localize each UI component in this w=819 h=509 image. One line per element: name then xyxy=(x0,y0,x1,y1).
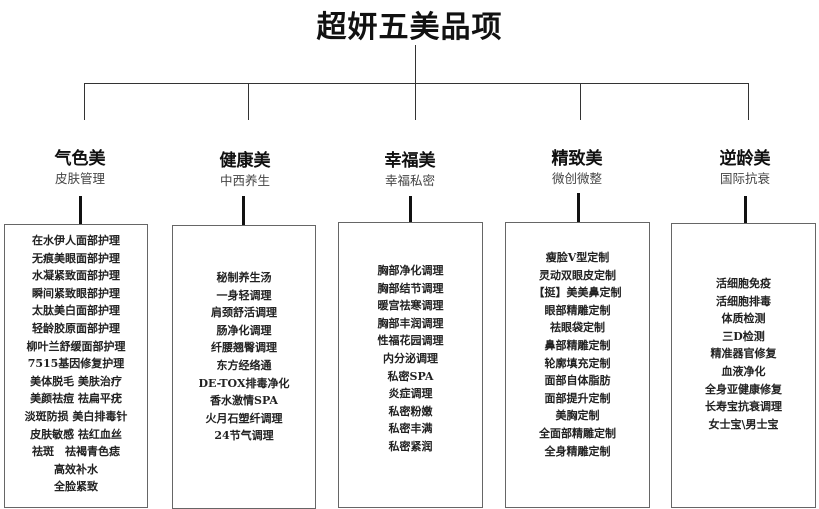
list-item: 祛眼袋定制 xyxy=(550,321,605,335)
category-box-3: 胸部净化调理胸部结节调理暖宫祛寒调理胸部丰润调理性福花园调理内分泌调理私密SPA… xyxy=(338,222,483,508)
connector-drop-3 xyxy=(415,83,416,120)
category-name: 精致美 xyxy=(551,149,603,169)
list-item: 一身轻调理 xyxy=(216,288,272,302)
list-item: 面部自体脂肪 xyxy=(544,374,611,388)
list-item: 内分泌调理 xyxy=(383,351,438,365)
list-item: 性福花园调理 xyxy=(377,334,444,348)
connector-drop-4 xyxy=(580,83,581,120)
connector-drop-5 xyxy=(748,83,749,120)
list-item: 私密丰满 xyxy=(388,422,433,436)
list-item: 24节气调理 xyxy=(214,429,274,443)
list-item: 瞬间紧致眼部护理 xyxy=(32,286,120,300)
list-item: 7515基因修复护理 xyxy=(27,357,125,371)
list-item: 火月石塑纤调理 xyxy=(205,411,283,425)
connector-drop-1 xyxy=(84,83,85,120)
list-item: 皮肤敏感 祛红血丝 xyxy=(30,427,122,441)
category-subtitle: 微创微整 xyxy=(551,171,602,186)
connector-bar-2 xyxy=(242,196,245,225)
connector-drop-2 xyxy=(248,83,249,120)
list-item: 灵动双眼皮定制 xyxy=(539,268,616,282)
list-item: 秘制养生汤 xyxy=(216,271,272,284)
list-item: 私密SPA xyxy=(387,369,434,383)
list-item: 全身精雕定制 xyxy=(544,444,611,458)
category-subtitle: 中西养生 xyxy=(219,173,270,188)
list-item: 面部提升定制 xyxy=(544,391,611,405)
list-item: 无痕美眼面部护理 xyxy=(32,251,120,265)
list-item: 东方经络通 xyxy=(216,358,272,372)
list-item: 全面部精雕定制 xyxy=(539,426,616,440)
list-item: 轻龄胶原面部护理 xyxy=(32,321,120,335)
category-name: 逆龄美 xyxy=(719,149,771,169)
list-item: 美胸定制 xyxy=(555,409,600,423)
category-heading-2: 健康美 中西养生 xyxy=(185,150,305,190)
connector-root xyxy=(415,45,416,83)
list-item: 炎症调理 xyxy=(388,387,433,401)
category-subtitle: 幸福私密 xyxy=(384,173,435,188)
list-item: 高效补水 xyxy=(54,462,98,476)
list-item: 香水激情SPA xyxy=(210,394,278,408)
category-name: 健康美 xyxy=(219,151,271,171)
list-item: 祛斑 祛褐青色痣 xyxy=(32,445,120,459)
connector-bar-3 xyxy=(409,196,412,222)
list-item: 胸部丰润调理 xyxy=(377,316,444,330)
category-box-5: 活细胞免疫活细胞排毒体质检测三D检测精准器官修复血液净化全身亚健康修复长寿宝抗衰… xyxy=(671,223,816,508)
list-item: 太肽美白面部护理 xyxy=(32,304,120,318)
list-item: 全身亚健康修复 xyxy=(705,382,782,396)
diagram-title: 超妍五美品项 xyxy=(316,10,503,45)
list-item: 暖宫祛寒调理 xyxy=(377,299,444,313)
list-item: 女士宝\男士宝 xyxy=(708,417,779,431)
list-item: 美颜祛痘 祛扁平疣 xyxy=(30,392,122,406)
connector-bar-1 xyxy=(79,196,82,225)
category-name: 幸福美 xyxy=(384,151,436,171)
list-item: 活细胞免疫 xyxy=(716,277,771,290)
category-box-4: 瘦脸V型定制灵动双眼皮定制【挺】美美鼻定制眼部精雕定制祛眼袋定制鼻部精雕定制轮廓… xyxy=(505,222,650,508)
list-item: 柳叶兰舒缓面部护理 xyxy=(26,339,126,353)
list-item: 淡斑防损 美白排毒针 xyxy=(24,409,128,423)
list-item: 全脸紧致 xyxy=(54,480,98,494)
list-item: 水凝紧致面部护理 xyxy=(32,269,120,283)
list-item: 肩颈舒活调理 xyxy=(211,306,277,320)
list-item: 眼部精雕定制 xyxy=(544,303,611,317)
list-item: 在水伊人面部护理 xyxy=(32,234,120,247)
list-item: 瘦脸V型定制 xyxy=(545,251,610,264)
list-item: 纤腰翘臀调理 xyxy=(211,341,277,355)
connector-bar-4 xyxy=(577,193,580,222)
list-item: 肠净化调理 xyxy=(216,323,272,337)
category-name: 气色美 xyxy=(54,149,106,169)
category-box-1: 在水伊人面部护理无痕美眼面部护理水凝紧致面部护理瞬间紧致眼部护理太肽美白面部护理… xyxy=(4,224,148,508)
list-item: 长寿宝抗衰调理 xyxy=(705,400,782,414)
list-item: 【挺】美美鼻定制 xyxy=(533,286,622,300)
list-item: 血液净化 xyxy=(721,364,766,378)
list-item: 胸部结节调理 xyxy=(377,281,444,295)
list-item: 活细胞排毒 xyxy=(716,294,771,308)
category-subtitle: 皮肤管理 xyxy=(54,171,105,186)
category-heading-4: 精致美 微创微整 xyxy=(517,148,637,188)
connector-horizontal xyxy=(84,83,749,84)
category-subtitle: 国际抗衰 xyxy=(719,171,770,186)
list-item: DE-TOX排毒净化 xyxy=(198,376,290,390)
list-item: 三D检测 xyxy=(722,329,765,343)
list-item: 私密紧润 xyxy=(388,439,433,453)
category-heading-3: 幸福美 幸福私密 xyxy=(350,150,470,190)
connector-bar-5 xyxy=(744,196,747,224)
category-heading-5: 逆龄美 国际抗衰 xyxy=(685,148,805,188)
list-item: 私密粉嫩 xyxy=(388,404,433,418)
category-heading-1: 气色美 皮肤管理 xyxy=(20,148,140,188)
list-item: 精准器官修复 xyxy=(710,347,777,361)
list-item: 轮廓填充定制 xyxy=(544,356,611,370)
list-item: 胸部净化调理 xyxy=(377,264,444,277)
list-item: 美体脱毛 美肤治疗 xyxy=(30,374,122,388)
list-item: 鼻部精雕定制 xyxy=(544,338,611,352)
category-box-2: 秘制养生汤一身轻调理肩颈舒活调理肠净化调理纤腰翘臀调理东方经络通 DE-TOX排毒… xyxy=(172,225,316,509)
list-item: 体质检测 xyxy=(721,312,766,326)
